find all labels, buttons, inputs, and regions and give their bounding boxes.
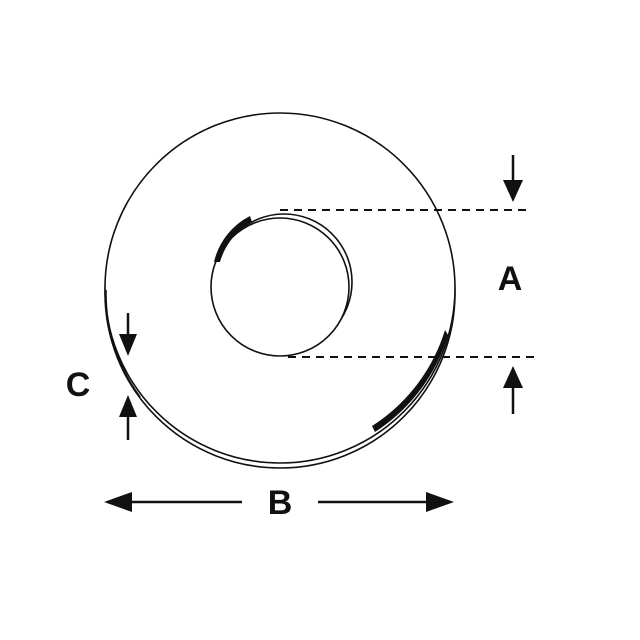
dimension-c-top-arrow-icon <box>119 313 137 356</box>
washer-hole-shadow <box>214 216 252 262</box>
washer-rim-edge-left <box>105 289 141 398</box>
dimension-b-right-arrow-icon <box>318 492 454 512</box>
washer-hole <box>210 217 350 357</box>
dimension-c-label: C <box>66 366 91 404</box>
dimension-c-bottom-arrow-icon <box>119 395 137 440</box>
dimension-b-label: B <box>268 484 293 522</box>
dimension-a-bottom-arrow-icon <box>503 366 523 414</box>
dimension-b-left-arrow-icon <box>104 492 242 512</box>
dimension-a-label: A <box>498 260 523 298</box>
washer-rim-shadow <box>372 330 448 432</box>
dimension-a-top-arrow-icon <box>503 155 523 202</box>
